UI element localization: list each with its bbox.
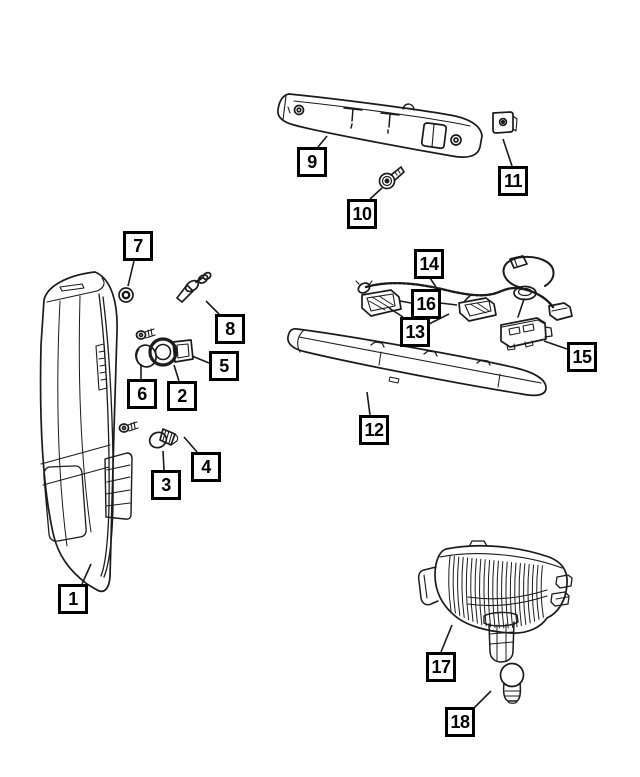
leader-line-16: [439, 302, 458, 306]
lens-rib-line: [457, 556, 461, 616]
lens-rib-line: [523, 563, 527, 625]
part-18-bulb-graphic: [499, 662, 525, 704]
part-12-tailgate-molding-graphic: [287, 327, 547, 397]
callout-label: 8: [225, 318, 235, 339]
part-15-module-graphic: [500, 317, 553, 351]
callout-box-11[interactable]: 11: [498, 166, 528, 196]
leader-line-14: [429, 277, 437, 288]
callout-box-9[interactable]: 9: [297, 147, 327, 177]
part-13-16-license-lamps-graphic: [355, 280, 497, 322]
callout-box-7[interactable]: 7: [123, 231, 153, 261]
leader-line-11: [502, 138, 513, 167]
callout-label: 17: [431, 656, 451, 677]
lens-rib-line: [509, 562, 514, 628]
leader-line-16: [399, 300, 412, 304]
leader-line-5: [191, 355, 210, 364]
lens-rib-line: [536, 564, 540, 620]
part-14-wiring-harness-graphic: [364, 255, 573, 321]
callout-label: 14: [419, 253, 439, 274]
callout-box-8[interactable]: 8: [215, 314, 245, 344]
leader-line-1: [81, 563, 92, 585]
callout-label: 6: [137, 383, 147, 404]
callout-label: 9: [307, 151, 317, 172]
part-8-push-pin-graphic: [176, 271, 212, 303]
callout-box-4[interactable]: 4: [191, 452, 221, 482]
lens-rib-line: [527, 563, 531, 624]
lamp-lens-ribs: [448, 555, 544, 629]
lens-rib-line: [452, 556, 456, 614]
callout-box-13[interactable]: 13: [400, 317, 430, 347]
lens-rib-line: [465, 557, 470, 621]
leader-lines: [81, 135, 568, 709]
callout-box-18[interactable]: 18: [445, 707, 475, 737]
part-11-clip-nut-graphic: [492, 111, 518, 134]
lens-rib-line: [479, 558, 483, 626]
lens-rib-line: [470, 557, 474, 622]
callout-label: 5: [219, 355, 229, 376]
lens-rib-line: [483, 559, 487, 627]
lens-rib-line: [461, 556, 465, 619]
leader-line-10: [369, 187, 383, 200]
lens-rib-line: [492, 560, 496, 628]
part-9-high-stop-lamp-graphic: [277, 93, 483, 158]
lens-rib-line: [540, 565, 544, 618]
callout-label: 7: [133, 235, 143, 256]
part-7-grommet-graphic: [118, 287, 134, 303]
part-3-4-bulb-graphic: [148, 428, 179, 449]
leader-line-18: [473, 690, 492, 709]
callout-box-1[interactable]: 1: [58, 584, 88, 614]
callout-box-16[interactable]: 16: [411, 289, 441, 319]
leader-line-17: [440, 624, 453, 653]
callout-label: 16: [416, 293, 436, 314]
callout-box-2[interactable]: 2: [167, 381, 197, 411]
callout-box-12[interactable]: 12: [359, 415, 389, 445]
part-1-tail-lamp-graphic: [39, 271, 156, 593]
lens-rib-line: [448, 555, 452, 612]
leader-line-7: [127, 260, 135, 287]
callout-box-15[interactable]: 15: [567, 342, 597, 372]
callout-label: 15: [572, 346, 592, 367]
lens-rib-line: [514, 562, 518, 628]
leader-line-4: [183, 436, 198, 453]
callout-label: 10: [352, 203, 372, 224]
lens-rib-line: [531, 564, 536, 622]
lens-rib-line: [518, 562, 522, 627]
callout-box-14[interactable]: 14: [414, 249, 444, 279]
lens-rib-line: [496, 560, 500, 629]
callout-box-17[interactable]: 17: [426, 652, 456, 682]
callout-box-5[interactable]: 5: [209, 351, 239, 381]
callout-label: 13: [405, 321, 425, 342]
lens-rib-line: [505, 561, 509, 629]
lens-rib-line: [474, 558, 478, 624]
callout-label: 11: [503, 170, 523, 191]
lens-rib-line: [501, 561, 505, 629]
leader-line-12: [366, 391, 371, 416]
callout-label: 2: [177, 385, 187, 406]
leader-line-13: [428, 313, 450, 325]
leader-line-8: [205, 300, 220, 315]
callout-label: 4: [201, 456, 211, 477]
leader-line-3: [162, 450, 165, 471]
leader-line-9: [317, 135, 328, 148]
callout-box-10[interactable]: 10: [347, 199, 377, 229]
leader-line-15: [543, 340, 568, 350]
callout-label: 12: [364, 419, 384, 440]
part-10-screw-graphic: [378, 166, 405, 190]
callout-box-6[interactable]: 6: [127, 379, 157, 409]
callout-label: 3: [161, 474, 171, 495]
callout-label: 1: [68, 588, 78, 609]
lens-rib-line: [487, 559, 492, 628]
part-2-5-6-bulb-socket-graphic: [135, 337, 194, 368]
callout-box-3[interactable]: 3: [151, 470, 181, 500]
leader-line-13: [388, 307, 404, 318]
part-17-backup-lamp-graphic: [417, 540, 573, 663]
callout-label: 18: [450, 711, 470, 732]
leader-line-2: [173, 364, 180, 382]
